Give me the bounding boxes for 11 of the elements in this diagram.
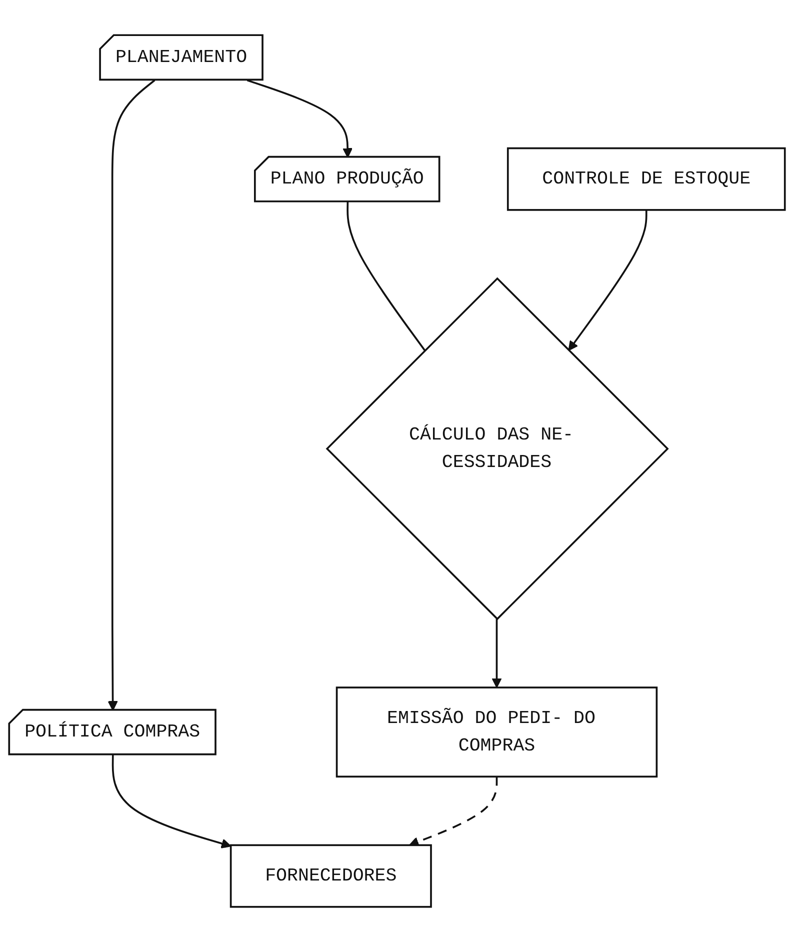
connector bbox=[346, 202, 426, 351]
node-diamond: CÁLCULO DAS NE- CESSIDADES bbox=[326, 277, 669, 620]
arrow bbox=[108, 80, 156, 711]
node-box: CONTROLE DE ESTOQUE bbox=[506, 147, 786, 211]
node-box: EMISSÃO DO PEDI- DO COMPRAS bbox=[336, 686, 658, 778]
arrow bbox=[246, 79, 353, 158]
arrow bbox=[568, 210, 648, 351]
arrow bbox=[492, 618, 502, 688]
arrow bbox=[112, 754, 232, 848]
arrow bbox=[409, 776, 498, 847]
node-box: FORNECEDORES bbox=[230, 844, 432, 908]
